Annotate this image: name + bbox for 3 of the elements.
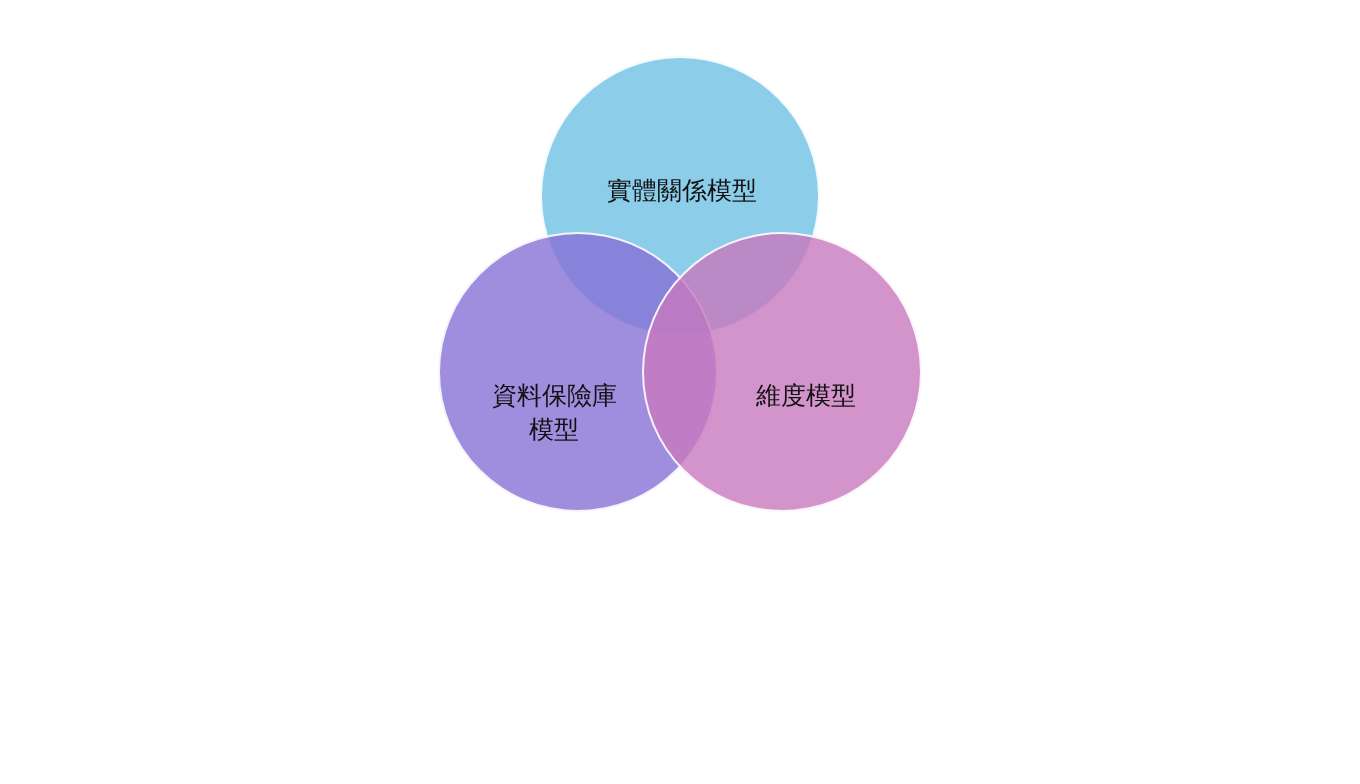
circle-label: 資料保險庫模型 [490,380,618,446]
circle-label: 維度模型 [755,380,857,412]
circle-label: 實體關係模型 [606,175,758,207]
